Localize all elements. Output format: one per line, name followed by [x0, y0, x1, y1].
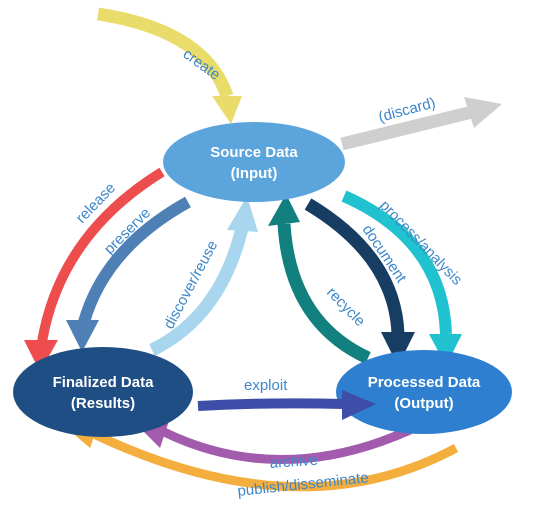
node-finalized-data: Finalized Data (Results)	[13, 347, 193, 437]
arrow-exploit	[197, 390, 376, 420]
node-processed-data: Processed Data (Output)	[336, 350, 512, 434]
label-exploit: exploit	[244, 377, 288, 394]
finalized-data-subtitle: (Results)	[71, 395, 135, 412]
finalized-data-title: Finalized Data	[53, 374, 155, 391]
label-publish-disseminate: publish/disseminate	[237, 469, 370, 500]
processed-data-subtitle: (Output)	[394, 395, 453, 412]
arrow-process-analysis	[341, 190, 462, 366]
arrow-document	[304, 198, 415, 366]
arrow-release	[24, 167, 165, 372]
source-data-subtitle: (Input)	[231, 165, 278, 182]
arrow-create	[97, 7, 242, 124]
label-archive: archive	[269, 452, 318, 472]
arrow-preserve	[66, 196, 191, 352]
label-recycle: recycle	[323, 284, 368, 330]
arrow-discard	[340, 97, 502, 151]
node-source-data: Source Data (Input)	[163, 122, 345, 202]
source-data-title: Source Data	[210, 144, 298, 161]
arrow-discover-reuse	[149, 196, 258, 356]
arrow-recycle	[268, 194, 371, 364]
processed-data-title: Processed Data	[368, 374, 481, 391]
